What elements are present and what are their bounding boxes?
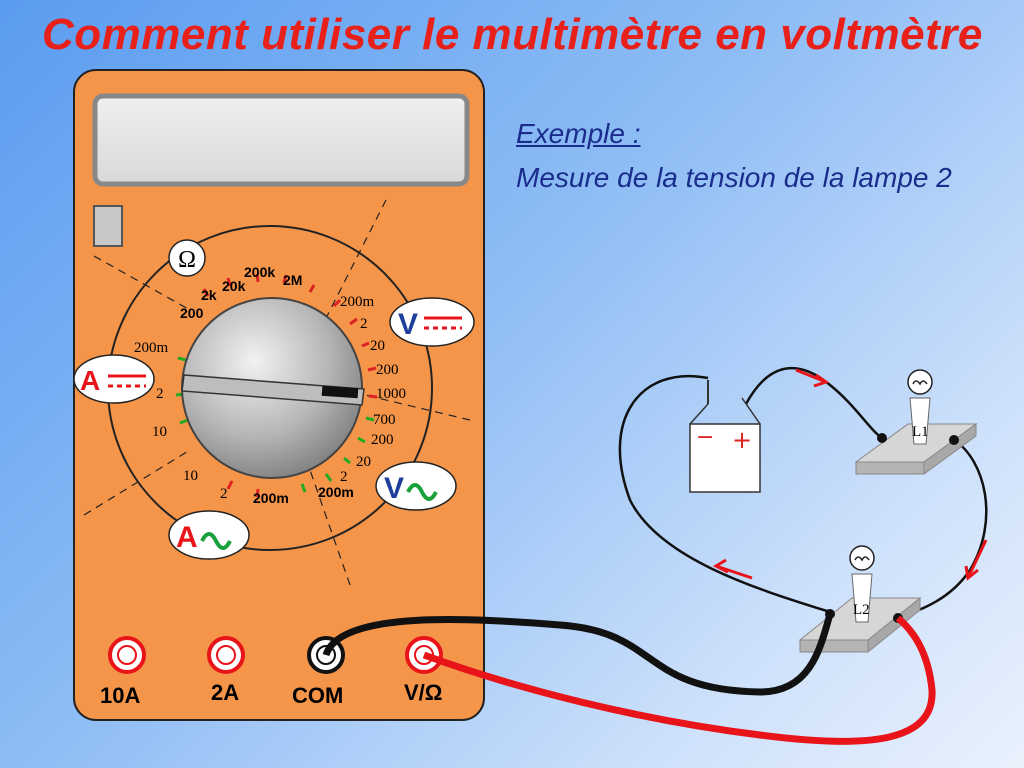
current-arrows: [712, 368, 988, 581]
adc-symbol: A: [80, 365, 100, 396]
vdc-range-200m: 200m: [340, 294, 375, 310]
aac-range-2: 2: [220, 486, 228, 502]
power-switch[interactable]: [93, 205, 123, 247]
adc-range-2: 2: [156, 386, 164, 402]
vac-range-200m: 200m: [318, 484, 354, 500]
terminal-10A[interactable]: [108, 636, 146, 674]
example-text: Mesure de la tension de la lampe 2: [516, 162, 952, 193]
terminal-label-VOhm: V/Ω: [404, 680, 442, 705]
vdc-range-2: 2: [360, 316, 368, 332]
example-block: Exemple : Mesure de la tension de la lam…: [516, 112, 986, 200]
battery: − +: [689, 380, 761, 493]
bulb-icon: [849, 545, 875, 571]
display-screen: [92, 93, 470, 187]
adc-range-200m: 200m: [134, 340, 169, 356]
adc-range-10: 10: [152, 424, 167, 440]
vac-range-2: 2: [340, 469, 348, 485]
vac-range-700: 700: [373, 412, 396, 428]
ohm-symbol: Ω: [178, 247, 196, 273]
aac-range-200m: 200m: [253, 490, 289, 506]
lamp-label-L2: L2: [853, 602, 870, 618]
ohm-range-200k: 200k: [244, 264, 275, 280]
knob-indicator: [321, 385, 359, 399]
red-probe-lead[interactable]: [422, 615, 936, 745]
terminal-label-10A: 10A: [100, 683, 140, 708]
terminal-label-COM: COM: [292, 683, 343, 708]
vdc-symbol: V: [398, 308, 418, 341]
terminal-label-2A: 2A: [211, 680, 239, 705]
multimeter: Ω 200 2k 20k 200k 2M V 200m 2 20 200 100…: [73, 69, 485, 721]
vdc-badge: [389, 297, 475, 347]
lamp-L1: L1: [854, 369, 978, 475]
ohm-range-20k: 20k: [222, 278, 246, 294]
black-probe-lead[interactable]: [322, 613, 834, 696]
lamp-L2: L2: [798, 545, 922, 654]
ohm-badge: [168, 239, 206, 277]
lamp-label-L1: L1: [912, 424, 929, 440]
vdc-range-200: 200: [376, 362, 399, 378]
battery-minus: −: [696, 425, 714, 450]
circuit-wires: [618, 366, 988, 620]
ohm-range-2M: 2M: [283, 272, 302, 288]
vdc-range-1000: 1000: [376, 386, 406, 402]
vac-range-200: 200: [371, 432, 394, 448]
battery-plus: +: [732, 426, 752, 454]
ohm-range-2k: 2k: [201, 287, 217, 303]
ac-wave-icon: [200, 532, 232, 550]
dial-ticks: [175, 273, 378, 498]
ohm-range-200: 200: [180, 305, 204, 321]
aac-symbol: A: [176, 521, 198, 554]
terminal-2A[interactable]: [207, 636, 245, 674]
aac-range-10: 10: [183, 468, 198, 484]
example-label: Exemple :: [516, 118, 641, 149]
bulb-icon: [907, 369, 933, 395]
vac-range-20: 20: [356, 454, 371, 470]
sector-lines: [83, 199, 471, 586]
ac-wave-icon: [406, 483, 438, 501]
slide-title: Comment utiliser le multimètre en voltmè…: [42, 10, 983, 59]
knob-pointer: [181, 374, 365, 406]
vac-symbol: V: [384, 472, 404, 505]
adc-badge: [73, 354, 155, 404]
vdc-range-20: 20: [370, 338, 385, 354]
